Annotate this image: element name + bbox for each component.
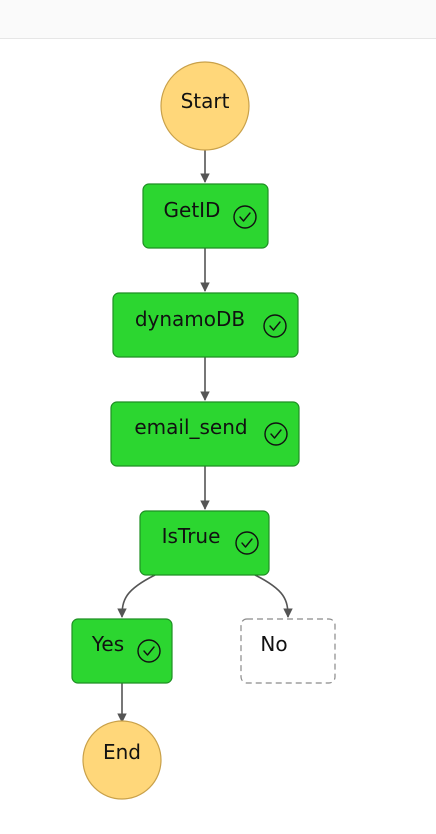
state-yes[interactable]: Yes [71,618,173,684]
check-circle-icon [137,639,161,663]
edge-istrue-no [254,574,293,618]
check-circle-icon [263,314,287,338]
edges [117,150,293,723]
state-email-send[interactable]: email_send [110,401,300,467]
check-circle-icon [235,531,259,555]
state-istrue[interactable]: IsTrue [139,510,270,576]
start-label: Start [181,89,230,113]
check-circle-icon [264,422,288,446]
state-dynamodb[interactable]: dynamoDB [112,292,299,358]
end-node[interactable]: End [82,720,162,800]
top-toolbar [0,0,436,39]
check-circle-icon [233,205,257,229]
start-node[interactable]: Start [160,61,250,151]
end-label: End [103,740,141,764]
state-yes-label: Yes [91,632,124,656]
state-email-send-label: email_send [134,415,247,439]
edge-istrue-yes [117,574,156,618]
state-no-label: No [260,632,287,656]
state-no[interactable]: No [240,618,336,684]
state-getid-label: GetID [164,198,221,222]
state-istrue-label: IsTrue [162,524,221,548]
state-dynamodb-label: dynamoDB [135,307,245,331]
state-getid[interactable]: GetID [142,183,269,249]
